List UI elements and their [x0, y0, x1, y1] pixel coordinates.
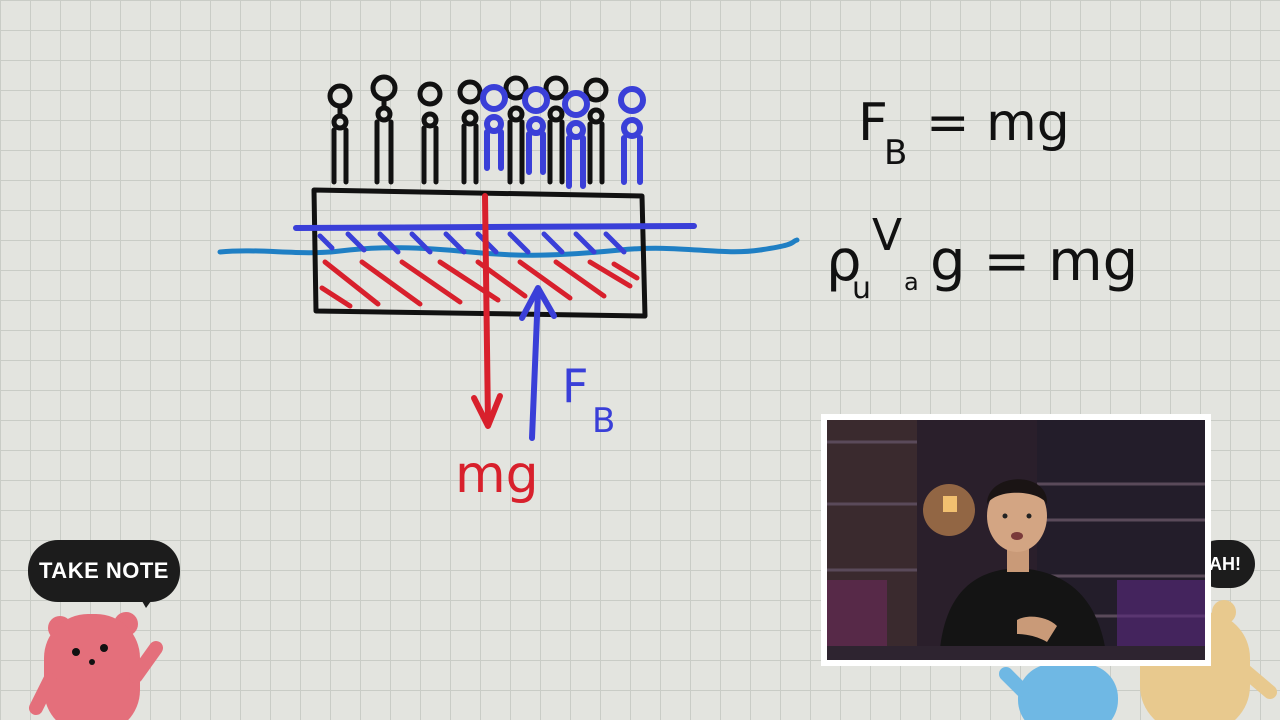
equation-1-lhs-sub: B — [884, 133, 907, 173]
buoyancy-label-main: F — [562, 359, 588, 413]
weight-arrow — [471, 193, 503, 429]
presenter-scene — [827, 420, 1205, 660]
take-note-badge: TAKE NOTE — [28, 540, 180, 602]
waterline-hatching — [317, 231, 627, 255]
waterline-top — [293, 223, 697, 231]
buoyancy-arrow — [519, 285, 557, 441]
people-black — [327, 74, 609, 185]
buoyancy-label-sub: B — [592, 401, 615, 441]
equation-1-rhs: = mg — [926, 93, 1070, 153]
equation-2-rest: g = mg — [930, 229, 1138, 294]
pink-mascot — [29, 612, 163, 720]
equation-2-rho: ρ — [826, 229, 862, 294]
weight-label: mg — [455, 445, 539, 505]
take-note-tail — [138, 594, 156, 608]
blue-mascot — [999, 664, 1118, 720]
raft-box — [311, 187, 648, 319]
people-blue — [480, 84, 646, 189]
presenter-video[interactable] — [821, 414, 1211, 666]
submerged-hatching — [319, 259, 640, 309]
equation-1-lhs: F — [858, 93, 888, 153]
equation-2-rho-sub: u — [852, 271, 871, 306]
water-line — [217, 237, 800, 258]
presenter-video-frame — [827, 420, 1205, 660]
equation-2-v: V — [872, 210, 902, 261]
equation-2-v-sub: a — [904, 268, 919, 296]
